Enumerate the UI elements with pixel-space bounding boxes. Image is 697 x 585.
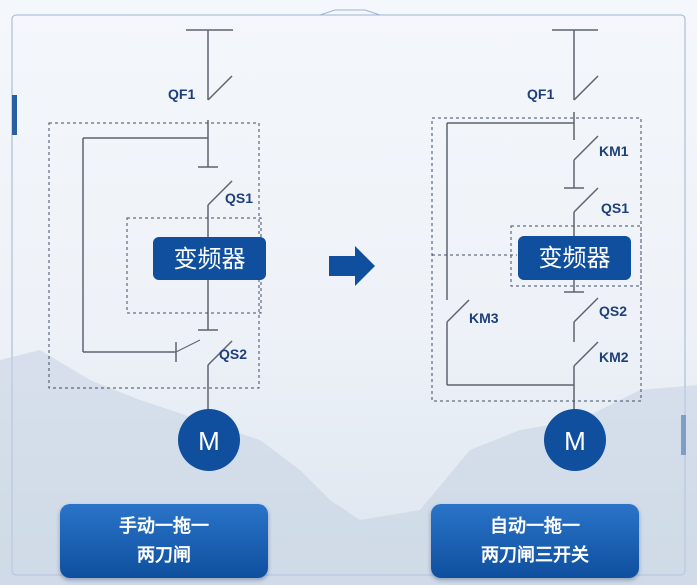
right-caption-line1: 自动一拖一 (490, 516, 580, 537)
left-inverter-box (153, 237, 266, 280)
right-motor-label: M (564, 426, 586, 456)
right-km3-label: KM3 (469, 310, 499, 326)
left-caption-box: 手动一拖一 两刀闸 (60, 504, 268, 578)
right-dashed-boxes (431, 117, 642, 402)
left-motor-label: M (198, 426, 220, 456)
right-qs2-label: QS2 (599, 303, 627, 319)
right-km2-label: KM2 (599, 349, 629, 365)
right-qs1-label: QS1 (601, 200, 629, 216)
left-qf1-label: QF1 (168, 86, 195, 102)
left-caption-line1: 手动一拖一 (119, 516, 209, 537)
left-caption-line2: 两刀闸 (137, 545, 191, 566)
left-circuit (82, 29, 233, 413)
left-qs1-label: QS1 (225, 190, 253, 206)
right-circuit (446, 29, 599, 411)
right-km1-label: KM1 (599, 143, 629, 159)
right-inverter-box (518, 236, 631, 280)
left-qs2-label: QS2 (219, 346, 247, 362)
left-motor-icon (178, 409, 240, 471)
left-inverter-label: 变频器 (174, 245, 246, 273)
arrow-icon (329, 246, 375, 286)
right-qf1-label: QF1 (527, 86, 554, 102)
right-caption-box: 自动一拖一 两刀闸三开关 (431, 504, 639, 578)
right-caption-line2: 两刀闸三开关 (481, 545, 589, 566)
right-motor-icon (544, 409, 606, 471)
right-inverter-label: 变频器 (539, 244, 611, 272)
